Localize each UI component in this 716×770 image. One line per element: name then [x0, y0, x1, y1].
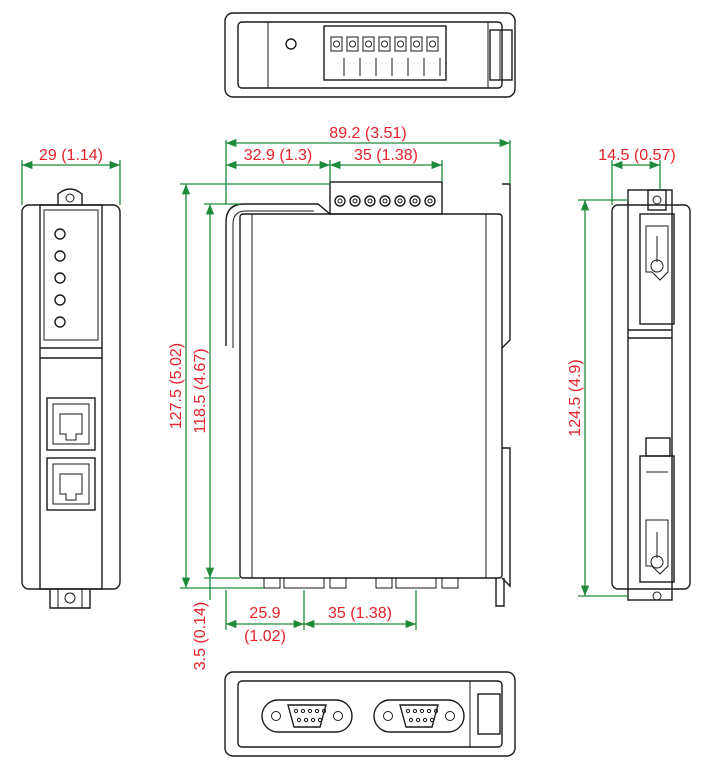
db9-connector-icon — [261, 699, 353, 733]
led-icon — [54, 250, 66, 262]
dim-terminal-width: 35 (1.38) — [354, 147, 418, 164]
dimension-lines — [21, 138, 661, 630]
terminal-screws-top — [330, 36, 441, 76]
dim-terminal-offset: 32.9 (1.3) — [244, 147, 312, 164]
dim-bottom-margin: 3.5 (0.14) — [192, 602, 209, 670]
db9-connector-icon — [373, 699, 465, 733]
dim-body-height: 118.5 (4.67) — [192, 348, 209, 433]
ethernet-port-icon — [46, 457, 96, 511]
dim-rail-height: 124.5 (4.9) — [567, 359, 584, 436]
led-icon — [54, 228, 66, 240]
dim-rail-offset: 14.5 (0.57) — [598, 147, 675, 164]
front-view — [225, 181, 511, 607]
dim-connector-offset-inch: (1.02) — [244, 628, 286, 645]
terminal-screws-front — [334, 195, 436, 207]
led-hole-icon — [285, 38, 297, 50]
led-icon — [54, 272, 66, 284]
top-view — [224, 12, 516, 98]
dim-side-width: 29 (1.14) — [39, 147, 103, 164]
dim-overall-height: 127.5 (5.02) — [168, 343, 185, 429]
right-side-view — [611, 189, 691, 601]
bottom-view — [224, 671, 516, 757]
led-icon — [54, 294, 66, 306]
dimension-labels: 89.2 (3.51) 32.9 (1.3) 35 (1.38) 29 (1.1… — [39, 125, 676, 670]
left-side-view — [21, 188, 121, 609]
dim-overall-width: 89.2 (3.51) — [329, 125, 406, 142]
din-clip-top — [647, 189, 667, 211]
dim-connector-spacing: 35 (1.38) — [328, 605, 392, 622]
led-icon — [54, 316, 66, 328]
dim-connector-offset: 25.9 — [249, 605, 280, 622]
din-clip-mid — [645, 437, 671, 457]
ethernet-port-icon — [46, 397, 96, 451]
